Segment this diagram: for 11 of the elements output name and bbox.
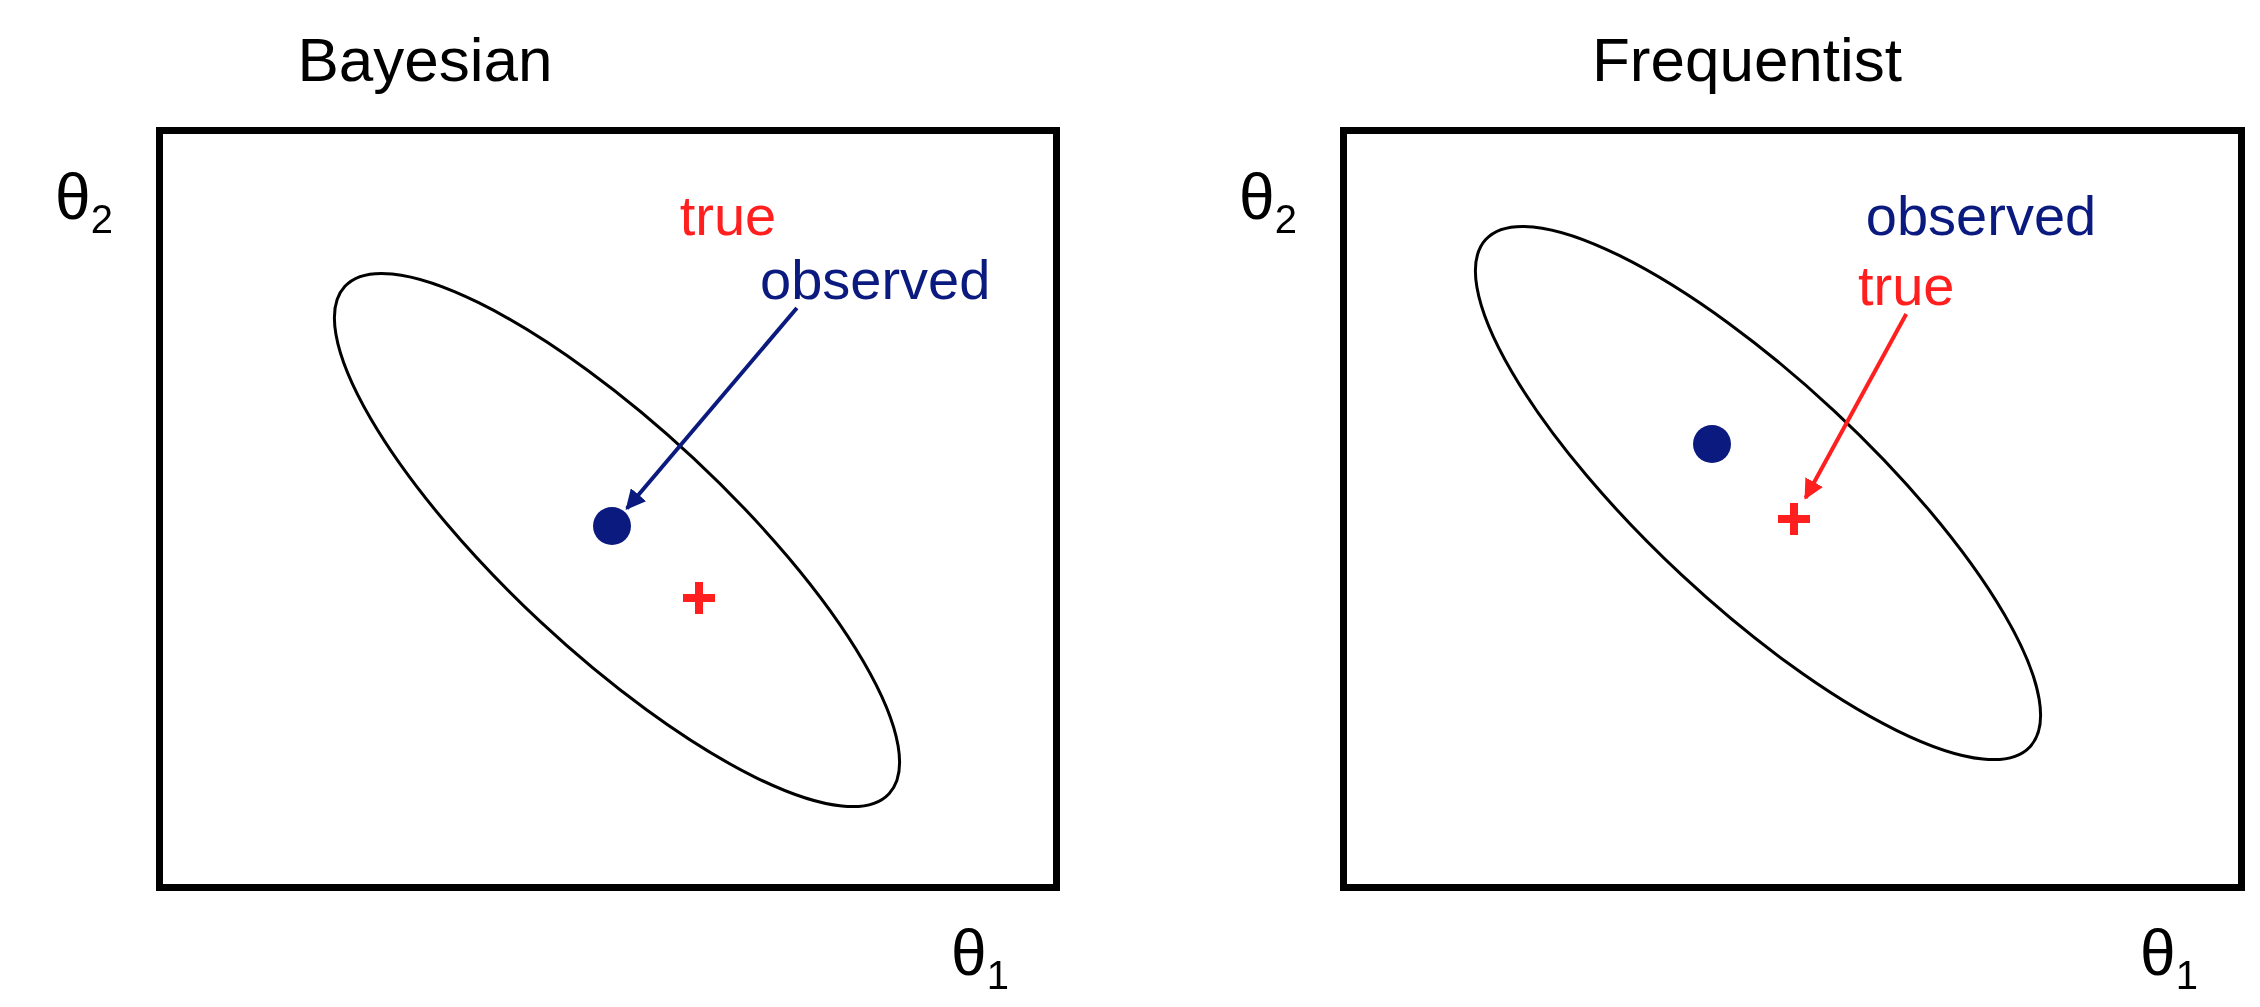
axis-label: θ$_{2}$ [55,165,113,239]
observed-point [593,507,631,545]
arrow [1803,313,1908,500]
axis-label: θ$_{2}$ [1239,165,1297,239]
point-label: observed [760,252,991,308]
point-label: observed [1865,188,2097,244]
point-label: true [679,188,777,244]
axis-label: θ$_{1}$ [2140,921,2198,995]
arrow [625,306,799,510]
point-label: true [1858,258,1955,314]
axis-label: θ$_{1}$ [951,921,1009,995]
